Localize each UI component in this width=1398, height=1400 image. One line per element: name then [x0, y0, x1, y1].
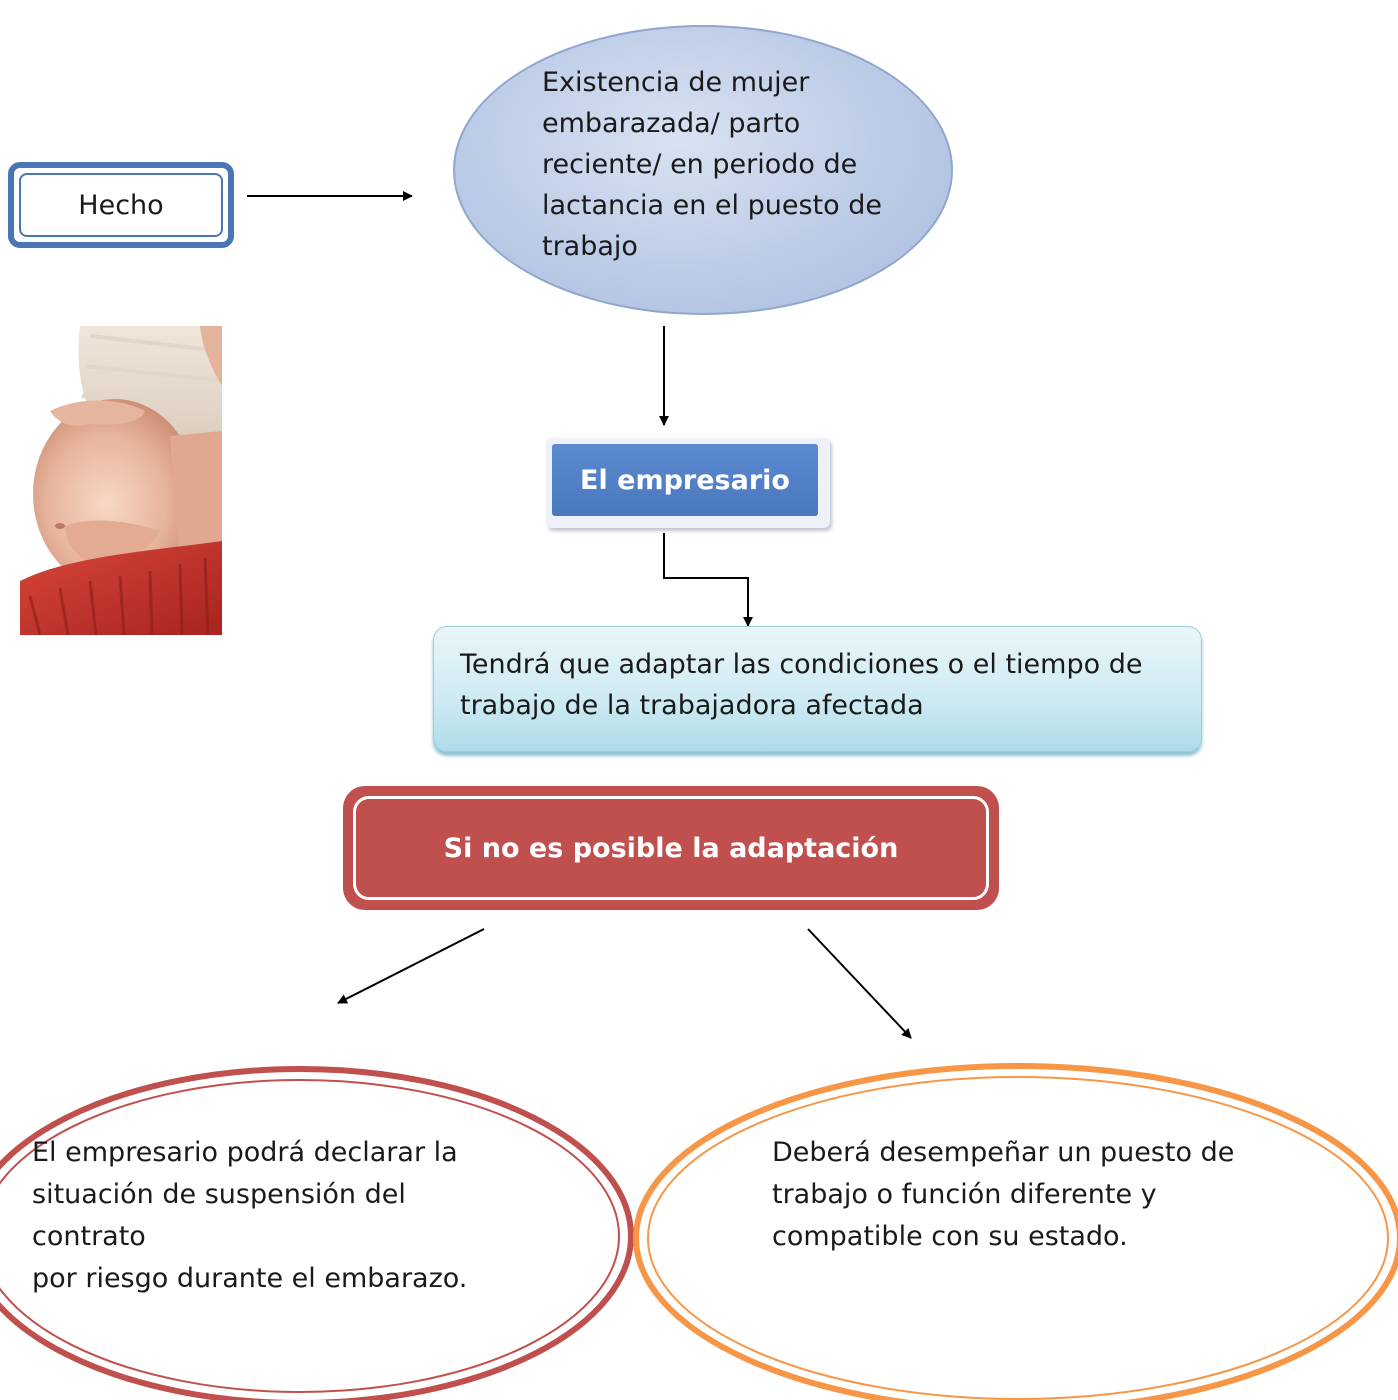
- outcome-right-line: Deberá desempeñar un puesto de: [772, 1137, 1235, 1168]
- hecho-label: Hecho: [19, 173, 223, 237]
- arrow-to-left-outcome: [337, 928, 485, 1004]
- outcome-left-line: situación de suspensión del contrato: [32, 1179, 406, 1252]
- pregnant-woman-photo: [20, 326, 222, 635]
- fact-line: reciente/ en periodo de: [542, 149, 858, 180]
- fact-ellipse: [453, 25, 953, 315]
- fact-text: Existencia de mujer embarazada/ parto re…: [542, 62, 902, 267]
- fact-line: Existencia de mujer: [542, 67, 810, 98]
- arrow-empresario-to-adapt: [663, 533, 753, 627]
- arrow-to-right-outcome: [807, 928, 912, 1039]
- left-outcome-ellipse: [0, 1066, 634, 1400]
- empresario-label: El empresario: [552, 444, 818, 516]
- outcome-right-text: Deberá desempeñar un puesto de trabajo o…: [772, 1132, 1266, 1258]
- fact-line: embarazada/ parto: [542, 108, 801, 139]
- adapt-line: trabajo de la trabajadora afectada: [460, 690, 924, 721]
- adapt-line: Tendrá que adaptar las condiciones o el …: [460, 649, 1143, 680]
- fact-line: trabajo: [542, 231, 638, 262]
- outcome-left-line: por riesgo durante el embarazo.: [32, 1263, 468, 1294]
- empresario-box: El empresario: [546, 438, 830, 528]
- right-outcome-ellipse: [633, 1063, 1398, 1400]
- outcome-left-line: El empresario podrá declarar la: [32, 1137, 458, 1168]
- fact-line: lactancia en el puesto de: [542, 190, 882, 221]
- condition-label: Si no es posible la adaptación: [353, 796, 989, 900]
- outcome-right-line: compatible con su estado.: [772, 1221, 1128, 1252]
- condition-box: Si no es posible la adaptación: [343, 786, 999, 910]
- outcome-right-line: trabajo o función diferente y: [772, 1179, 1157, 1210]
- adapt-text: Tendrá que adaptar las condiciones o el …: [460, 644, 1160, 726]
- adapt-box: [433, 626, 1202, 752]
- outcome-left-text: El empresario podrá declarar la situació…: [32, 1132, 522, 1300]
- hecho-box: Hecho: [8, 162, 234, 248]
